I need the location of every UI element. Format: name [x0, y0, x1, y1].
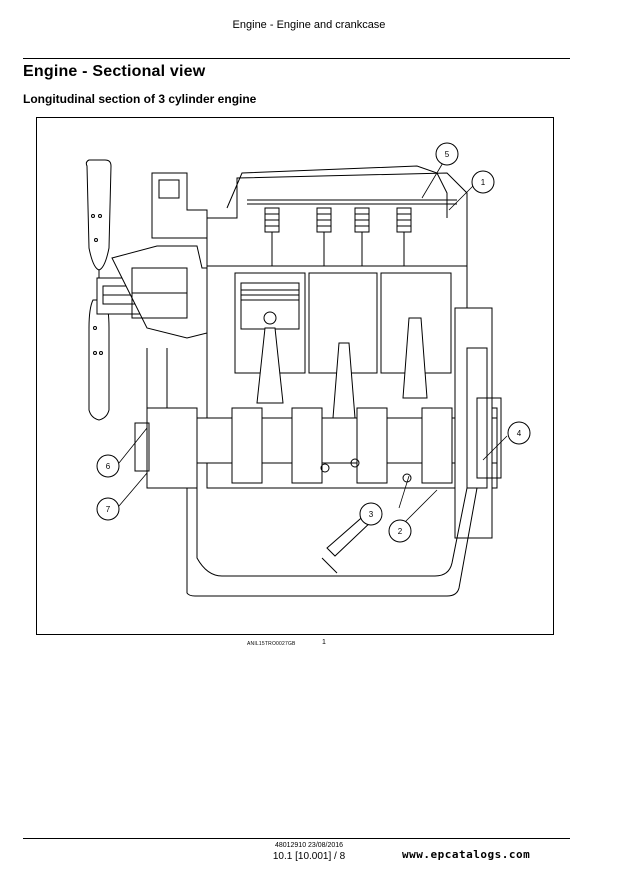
svg-text:6: 6: [106, 462, 111, 471]
callout-3: 3: [359, 502, 383, 526]
rocker-cover: [226, 165, 448, 218]
document-id: 48012910 23/08/2016: [274, 842, 344, 849]
callout-7: 7: [96, 497, 120, 521]
callout-2: 2: [388, 519, 412, 543]
bottom-rule: [23, 838, 570, 839]
thermostat-housing: [151, 172, 208, 239]
svg-text:2: 2: [398, 527, 403, 536]
cylinder-head: [206, 172, 468, 267]
page-reference: 10.1 [10.001] / 8: [272, 851, 346, 862]
callout-1: 1: [471, 170, 495, 194]
svg-text:4: 4: [517, 429, 522, 438]
figure-number: 1: [322, 639, 326, 646]
figure-frame: 1 5 4 3 2 6 7: [36, 117, 554, 635]
subsection-title: Longitudinal section of 3 cylinder engin…: [23, 92, 257, 106]
svg-text:7: 7: [106, 505, 111, 514]
figure-reference-code: ANIL15TRO0027GB: [247, 641, 296, 647]
svg-text:1: 1: [481, 178, 486, 187]
engine-section-drawing: 1 5 4 3 2 6 7: [85, 142, 531, 597]
fan-blade-lower: [88, 299, 110, 421]
svg-text:5: 5: [445, 150, 450, 159]
section-title: Engine - Sectional view: [23, 63, 206, 80]
callout-4: 4: [507, 421, 531, 445]
running-header: Engine - Engine and crankcase: [232, 19, 386, 31]
flywheel-housing: [454, 307, 493, 539]
connecting-rods: [256, 317, 428, 419]
piston: [240, 282, 300, 330]
crankshaft: [196, 407, 498, 484]
callout-6: 6: [96, 454, 120, 478]
callout-5: 5: [435, 142, 459, 166]
crank-pulley: [146, 407, 198, 489]
top-rule: [23, 58, 570, 59]
svg-text:3: 3: [369, 510, 374, 519]
watermark-url: www.epcatalogs.com: [402, 848, 531, 861]
oil-sump: [186, 487, 478, 597]
